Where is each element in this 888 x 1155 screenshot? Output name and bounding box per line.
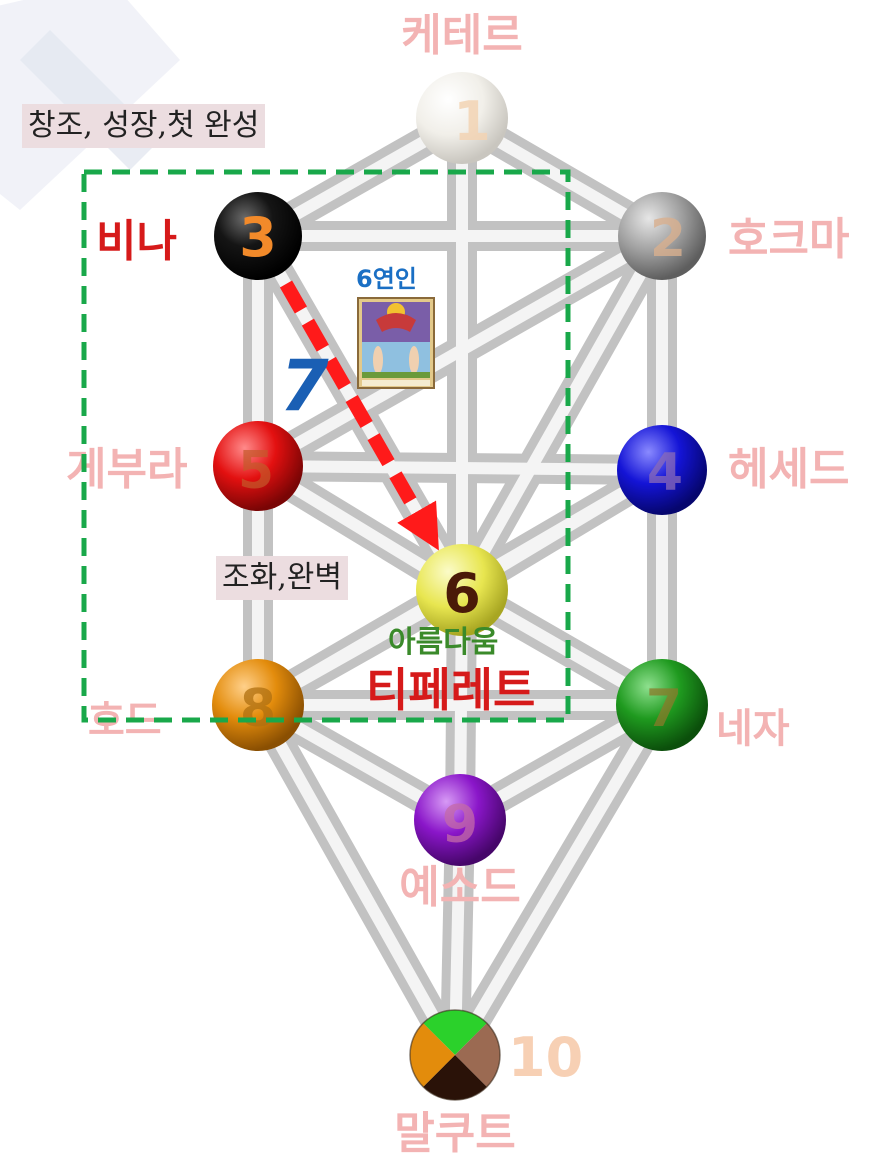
svg-text:8: 8 [240, 679, 276, 739]
path-number: 7 [280, 345, 329, 427]
sphere-7: 7 [616, 659, 708, 751]
name-malkuth: 말쿠트 [394, 1108, 515, 1155]
sphere-4: 4 [617, 425, 707, 515]
svg-text:6: 6 [443, 562, 481, 625]
svg-text:9: 9 [442, 795, 478, 855]
name-keter: 케테르 [401, 10, 522, 61]
svg-text:10: 10 [508, 1026, 583, 1089]
svg-text:3: 3 [239, 206, 277, 269]
name-yesod: 예소드 [399, 862, 520, 913]
creation-label: 창조, 성장,첫 완성 [22, 104, 266, 148]
sphere-8: 8 [212, 659, 304, 751]
sphere-3: 3 [214, 192, 302, 280]
label-beauty: 아름다움 [388, 625, 498, 660]
name-chokhmah: 호크마 [728, 214, 849, 265]
harmony-label: 조화,완벽 [216, 556, 348, 600]
svg-text:1: 1 [453, 90, 491, 153]
tarot-card: 6연인 [356, 265, 435, 389]
svg-text:4: 4 [647, 443, 683, 503]
label-tiferet: 티페레트 [366, 663, 535, 717]
highlight-box [81, 169, 571, 723]
svg-text:7: 7 [646, 679, 682, 739]
svg-text:5: 5 [238, 441, 274, 501]
svg-text:2: 2 [650, 209, 686, 269]
tarot-title: 6연인 [356, 265, 417, 293]
sphere-6: 6 [416, 544, 508, 636]
label-binah: 비나 [96, 216, 177, 267]
name-chesed: 헤세드 [728, 444, 849, 495]
sphere-5: 5 [213, 421, 303, 511]
name-netzach: 네자 [716, 706, 790, 752]
sphere-2: 2 [618, 192, 706, 280]
path-arrow [279, 280, 439, 551]
sphere-1: 1 [416, 72, 508, 164]
sphere-9: 9 [414, 774, 506, 866]
